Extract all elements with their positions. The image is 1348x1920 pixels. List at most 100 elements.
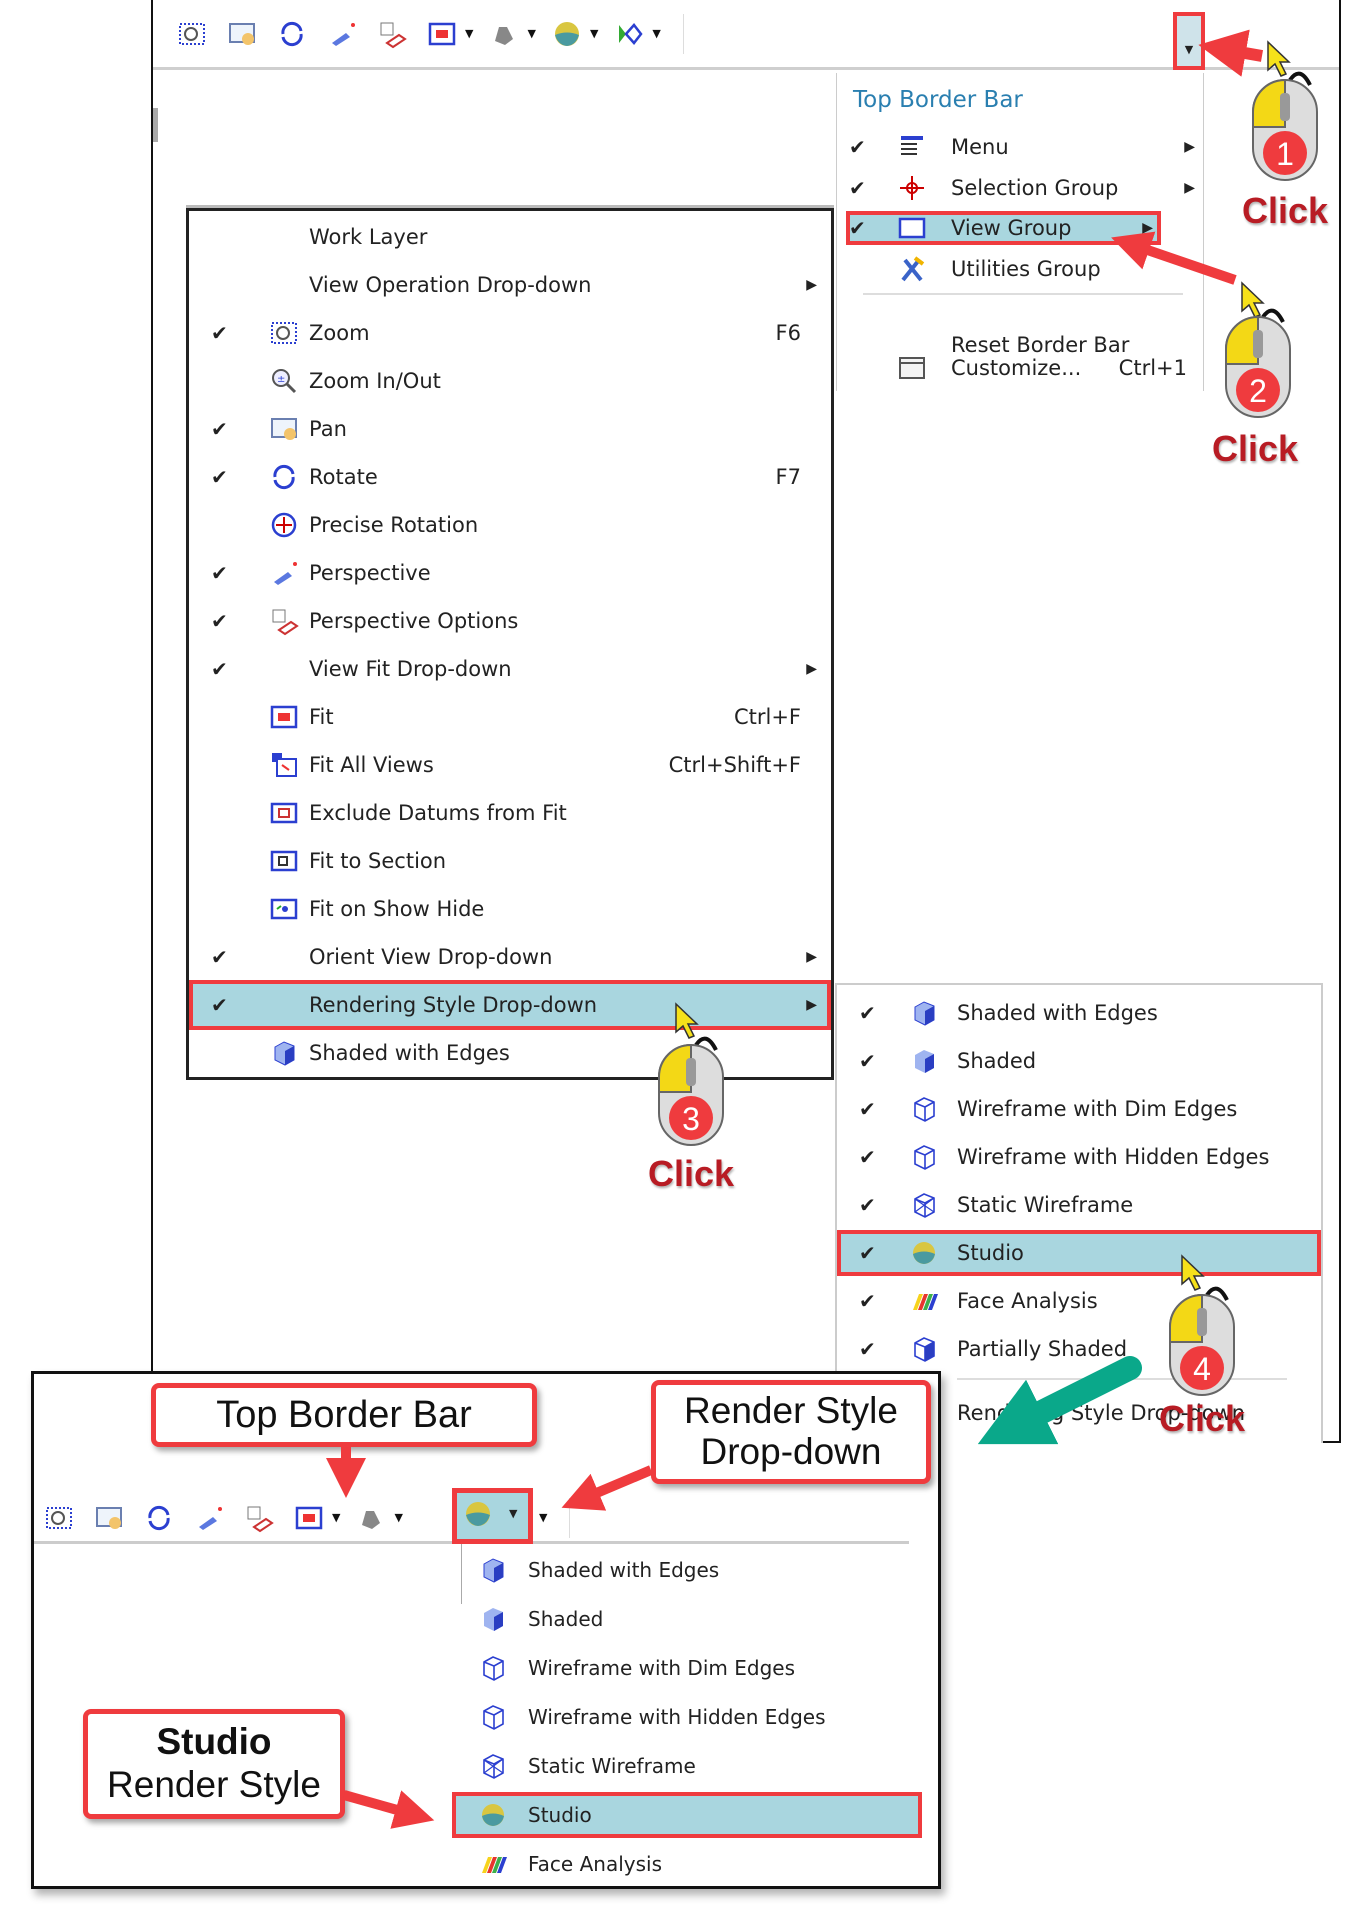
menu-item-studio[interactable]: Studio: [452, 1792, 922, 1838]
menu-item-wireframe-with-hidden-edges[interactable]: Wireframe with Hidden Edges: [452, 1694, 922, 1740]
fit-section-icon: [269, 846, 299, 876]
menu-item-work-layer[interactable]: Work Layer: [189, 212, 831, 262]
menu-item-face-analysis[interactable]: Face Analysis: [452, 1841, 922, 1887]
menu-item-partially-shaded[interactable]: ✔Partially Shaded: [837, 1326, 1321, 1372]
menu-item-fit-on-show-hide[interactable]: Fit on Show Hide: [189, 884, 831, 934]
menu-item-perspective-options[interactable]: ✔Perspective Options: [189, 596, 831, 646]
menu-item-zoom-in-out[interactable]: ±Zoom In/Out: [189, 356, 831, 406]
menu-item-shaded-with-edges[interactable]: Shaded with Edges: [452, 1547, 922, 1593]
chevron-down-icon[interactable]: ▼: [465, 27, 474, 40]
fit-icon[interactable]: [425, 17, 459, 51]
menu-item-perspective[interactable]: ✔ Perspective: [189, 548, 831, 598]
rotate-icon[interactable]: [142, 1501, 176, 1535]
chevron-down-icon[interactable]: ▼: [652, 27, 661, 40]
menu-item-shaded[interactable]: Shaded: [452, 1596, 922, 1642]
menu-item-label: Rendering Style Drop-down: [309, 993, 598, 1017]
crosshair-icon: [897, 173, 927, 203]
menu-item-static-wireframe[interactable]: ✔Static Wireframe: [837, 1182, 1321, 1228]
orient-view-icon[interactable]: [487, 17, 521, 51]
face-analysis-icon: [478, 1849, 508, 1879]
studio-icon: [909, 1238, 939, 1268]
static-wireframe-icon: [909, 1190, 939, 1220]
menu-item-label: Rotate: [309, 465, 378, 489]
chevron-down-icon: ▼: [509, 1507, 518, 1520]
check-icon: ✔: [859, 1289, 876, 1313]
callout-text: Render Style: [684, 1390, 898, 1432]
partially-shaded-icon: [909, 1334, 939, 1364]
perspective-options-icon[interactable]: [375, 17, 409, 51]
render-style-dropdown-button[interactable]: ▼: [452, 1488, 533, 1544]
shaded-icon: [478, 1604, 508, 1634]
view-operation-icon[interactable]: [612, 17, 646, 51]
menu-item-shaded-with-edges[interactable]: ✔Shaded with Edges: [837, 990, 1321, 1036]
menu-item-label: Shaded with Edges: [528, 1558, 720, 1582]
pan-icon[interactable]: [92, 1501, 126, 1535]
menu-item-shaded[interactable]: ✔Shaded: [837, 1038, 1321, 1084]
shortcut-label: Ctrl+Shift+F: [668, 753, 801, 777]
menu-item-view-operation-drop-down[interactable]: View Operation Drop-down▶: [189, 260, 831, 310]
fit-icon[interactable]: [292, 1501, 326, 1535]
submenu-arrow-icon: ▶: [1184, 139, 1195, 155]
click-label: Click: [1211, 428, 1299, 469]
menu-title: Top Border Bar: [853, 87, 1023, 113]
menu-item-label: Studio: [957, 1241, 1024, 1265]
zoom-icon[interactable]: [175, 17, 209, 51]
check-icon: ✔: [859, 1337, 876, 1361]
menu-item-reset-border-bar[interactable]: Reset Border Bar: [837, 328, 1203, 362]
menu-item-face-analysis[interactable]: ✔ Face Analysis: [837, 1278, 1321, 1324]
menu-item-menu[interactable]: ✔Menu▶: [837, 130, 1203, 164]
toolbar-overflow-button[interactable]: ▼: [1173, 12, 1205, 70]
menu-item-fit-to-section[interactable]: Fit to Section: [189, 836, 831, 886]
menu-item-customize[interactable]: Customize...Ctrl+1: [837, 351, 1203, 385]
menu-item-studio[interactable]: ✔Studio: [837, 1230, 1321, 1276]
menu-item-label: Static Wireframe: [528, 1754, 696, 1778]
orient-view-icon[interactable]: [354, 1501, 388, 1535]
perspective-icon[interactable]: [325, 17, 359, 51]
menu-item-label: Fit to Section: [309, 849, 447, 873]
menu-item-view-group[interactable]: ✔View Group▶: [846, 211, 1161, 245]
perspective-options-icon[interactable]: [242, 1501, 276, 1535]
chevron-down-icon[interactable]: ▼: [394, 1511, 403, 1524]
menu-item-static-wireframe[interactable]: Static Wireframe: [452, 1743, 922, 1789]
menu-item-wireframe-with-dim-edges[interactable]: ✔Wireframe with Dim Edges: [837, 1086, 1321, 1132]
menu-item-selection-group[interactable]: ✔Selection Group▶: [837, 171, 1203, 205]
zoom-icon[interactable]: [42, 1501, 76, 1535]
menu-item-view-fit-drop-down[interactable]: ✔View Fit Drop-down▶: [189, 644, 831, 694]
menu-item-utilities-group[interactable]: Utilities Group: [837, 252, 1203, 286]
menu-item-rendering-style-drop-down[interactable]: ✔Rendering Style Drop-down▶: [189, 980, 831, 1030]
submenu-arrow-icon: ▶: [806, 949, 817, 965]
check-icon: ✔: [859, 1193, 876, 1217]
menu-item-wireframe-with-dim-edges[interactable]: Wireframe with Dim Edges: [452, 1645, 922, 1691]
window-edge-handle: [153, 108, 158, 142]
menu-item-label: Perspective: [309, 561, 431, 585]
wireframe-hidden-icon: [909, 1142, 939, 1172]
menu-item-exclude-datums-from-fit[interactable]: Exclude Datums from Fit: [189, 788, 831, 838]
menu-item-orient-view-drop-down[interactable]: ✔Orient View Drop-down▶: [189, 932, 831, 982]
check-icon: ✔: [211, 561, 228, 585]
menu-item-pan[interactable]: ✔Pan: [189, 404, 831, 454]
menu-item-precise-rotation[interactable]: Precise Rotation: [189, 500, 831, 550]
chevron-down-icon[interactable]: ▼: [527, 27, 536, 40]
chevron-down-icon[interactable]: ▼: [538, 1511, 548, 1524]
check-icon: ✔: [211, 657, 228, 681]
menu-item-label: Orient View Drop-down: [309, 945, 553, 969]
callout-text: Studio: [156, 1721, 272, 1763]
menu-item-label: Face Analysis: [957, 1289, 1098, 1313]
click-label: Click: [1158, 1398, 1246, 1439]
chevron-down-icon[interactable]: ▼: [332, 1511, 341, 1524]
menu-item-label: Shaded with Edges: [957, 1001, 1158, 1025]
menu-item-shaded-with-edges[interactable]: Shaded with Edges: [189, 1028, 831, 1078]
rotate-icon[interactable]: [275, 17, 309, 51]
studio-render-icon[interactable]: [550, 17, 584, 51]
menu-item-wireframe-with-hidden-edges[interactable]: ✔Wireframe with Hidden Edges: [837, 1134, 1321, 1180]
perspective-icon[interactable]: [192, 1501, 226, 1535]
menu-item-label: View Fit Drop-down: [309, 657, 512, 681]
chevron-down-icon[interactable]: ▼: [589, 27, 599, 40]
pan-icon[interactable]: [225, 17, 259, 51]
exclude-datums-icon: [269, 798, 299, 828]
